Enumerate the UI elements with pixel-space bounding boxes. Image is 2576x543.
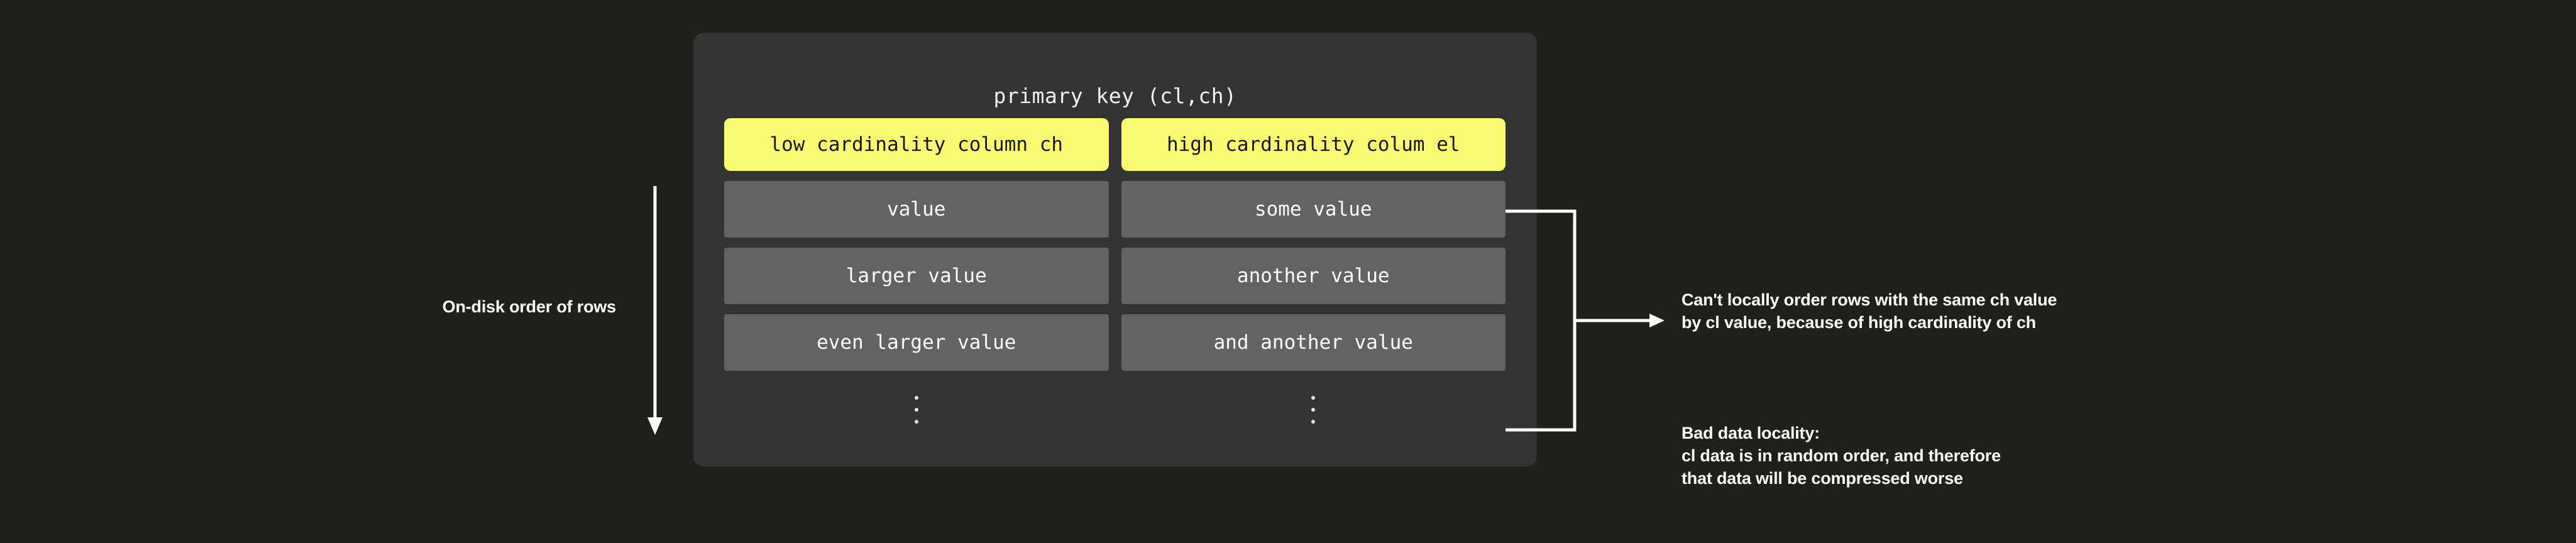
locality-note: Bad data locality: cl data is in random … (1682, 424, 2001, 488)
ordering-note: Can't locally order rows with the same c… (1682, 290, 2057, 332)
bracket-arrow-icon (1505, 209, 1665, 432)
vertical-ellipsis-icon (724, 380, 1109, 440)
column-header-low-cardinality[interactable]: low cardinality column ch (724, 118, 1109, 171)
table-row: value (724, 181, 1109, 238)
column-low-cardinality: low cardinality column ch value larger v… (724, 118, 1109, 440)
column-header-high-cardinality[interactable]: high cardinality colum el (1121, 118, 1505, 171)
columns-container: low cardinality column ch value larger v… (724, 118, 1505, 440)
page-title: primary key (cl,ch) (993, 84, 1237, 108)
primary-key-card: primary key (cl,ch) low cardinality colu… (693, 33, 1537, 466)
table-row: another value (1121, 248, 1505, 304)
vertical-ellipsis-icon (1121, 380, 1506, 440)
table-row: even larger value (724, 314, 1109, 371)
table-row: larger value (724, 248, 1109, 304)
on-disk-order-label: On-disk order of rows (442, 297, 617, 316)
column-high-cardinality: high cardinality colum el some value ano… (1121, 118, 1506, 440)
table-row: some value (1121, 181, 1505, 238)
down-arrow-icon (647, 186, 663, 435)
table-row: and another value (1121, 314, 1505, 371)
